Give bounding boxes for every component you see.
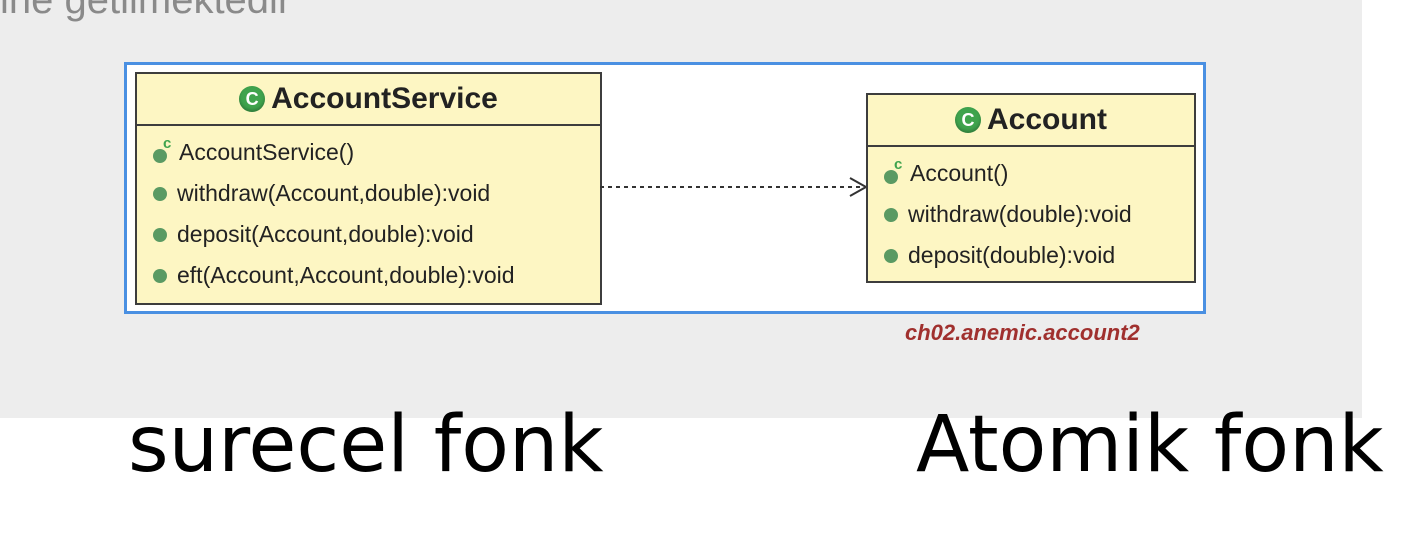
caption-left: surecel fonk — [128, 400, 604, 490]
method-member: deposit(double):void — [868, 235, 1194, 276]
method-member: withdraw(Account,double):void — [137, 173, 600, 214]
class-header: C AccountService — [137, 74, 600, 126]
class-icon: C — [955, 107, 981, 133]
member-text: withdraw(double):void — [908, 201, 1132, 227]
member-text: deposit(Account,double):void — [177, 221, 474, 247]
class-header: C Account — [868, 95, 1194, 147]
method-dot-icon — [153, 227, 167, 242]
caption-right: Atomik fonk — [916, 400, 1384, 490]
member-text: deposit(double):void — [908, 242, 1116, 268]
method-dot-icon — [153, 186, 167, 201]
class-name: Account — [987, 103, 1107, 136]
member-text: Account() — [910, 160, 1009, 186]
member-text: eft(Account,Account,double):void — [177, 262, 515, 288]
class-name: AccountService — [271, 82, 498, 115]
constructor-member: c Account() — [868, 153, 1194, 194]
class-icon: C — [239, 86, 266, 112]
constructor-member: c AccountService() — [137, 132, 600, 173]
partial-heading-text: ine getiimektedir — [0, 0, 292, 22]
member-list: c Account() withdraw(double):void deposi… — [868, 147, 1194, 276]
method-member: withdraw(double):void — [868, 194, 1194, 235]
member-text: withdraw(Account,double):void — [177, 180, 491, 206]
member-list: c AccountService() withdraw(Account,doub… — [137, 126, 600, 296]
method-dot-icon — [884, 207, 898, 222]
method-dot-icon — [153, 268, 167, 283]
method-member: deposit(Account,double):void — [137, 214, 600, 255]
uml-class-accountservice: C AccountService c AccountService() with… — [135, 72, 602, 305]
constructor-icon: c — [153, 135, 173, 163]
member-text: AccountService() — [179, 139, 355, 165]
method-member: eft(Account,Account,double):void — [137, 255, 600, 296]
uml-class-account: C Account c Account() withdraw(double):v… — [866, 93, 1196, 283]
constructor-icon: c — [884, 156, 904, 184]
method-dot-icon — [884, 248, 898, 263]
package-label: ch02.anemic.account2 — [905, 320, 1140, 345]
